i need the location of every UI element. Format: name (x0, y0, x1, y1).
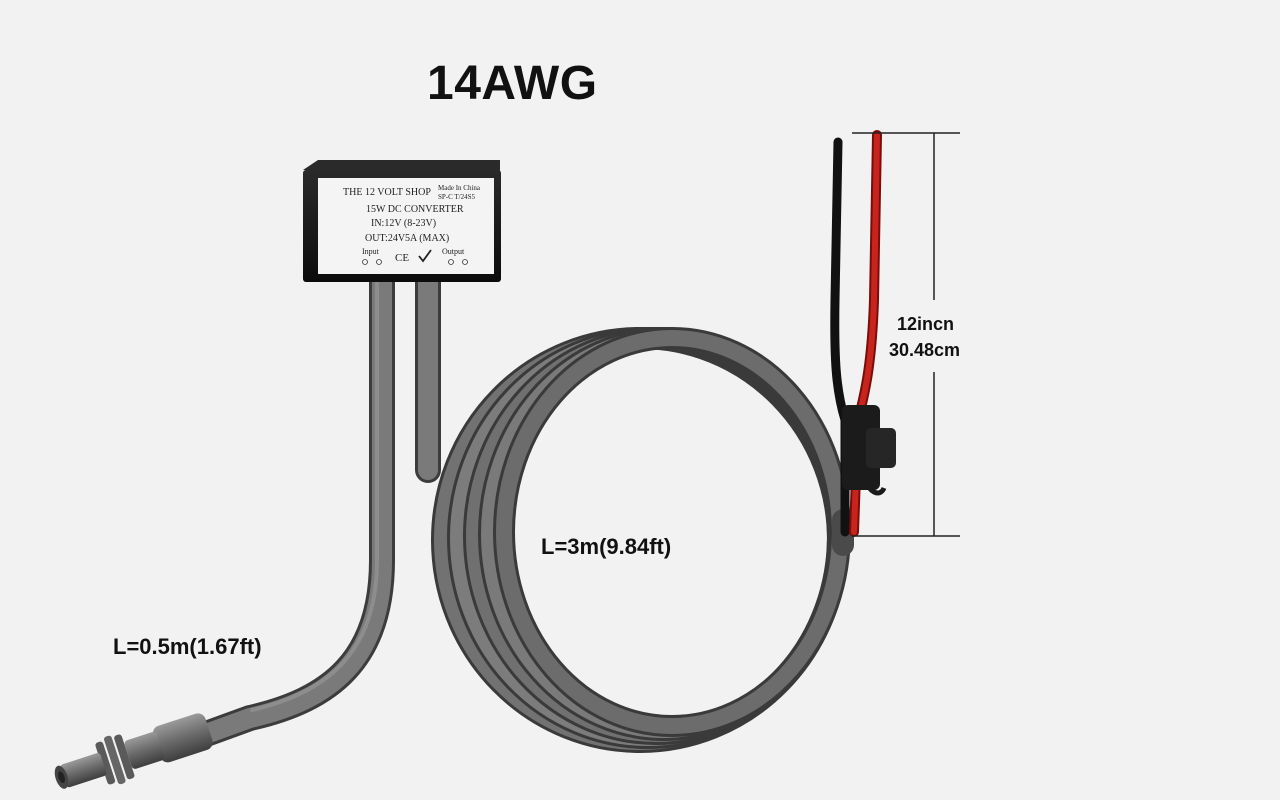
box-output-label: Output (442, 247, 465, 256)
wire-length-cm: 30.48cm (889, 340, 961, 360)
fuse-holder (842, 405, 896, 496)
box-brand: THE 12 VOLT SHOP (343, 187, 431, 198)
output-terminal-icon (462, 259, 468, 265)
box-line2: IN:12V (8-23V) (371, 218, 436, 229)
converter-box: THE 12 VOLT SHOP Made In China SP-C T/24… (303, 160, 501, 282)
short-cable-length: L=0.5m(1.67ft) (113, 634, 262, 659)
box-line3: OUT:24V5A (MAX) (365, 233, 449, 244)
checkmark-icon (418, 249, 432, 263)
long-cable-length: L=3m(9.84ft) (541, 534, 672, 559)
box-line1: 15W DC CONVERTER (366, 204, 464, 215)
ce-mark: CE (395, 252, 409, 264)
page-title: 14AWG (427, 57, 598, 110)
input-terminal-icon (376, 259, 382, 265)
input-terminal-icon (362, 259, 368, 265)
box-input-label: Input (362, 247, 380, 256)
box-model: SP-C T/24S5 (438, 193, 476, 201)
short-cable (182, 269, 395, 751)
box-made-in: Made In China (438, 184, 481, 192)
output-terminal-icon (448, 259, 454, 265)
dimension-bracket (852, 132, 960, 537)
wire-length-inches: 12incn (897, 314, 955, 334)
barrel-plug (54, 713, 213, 789)
